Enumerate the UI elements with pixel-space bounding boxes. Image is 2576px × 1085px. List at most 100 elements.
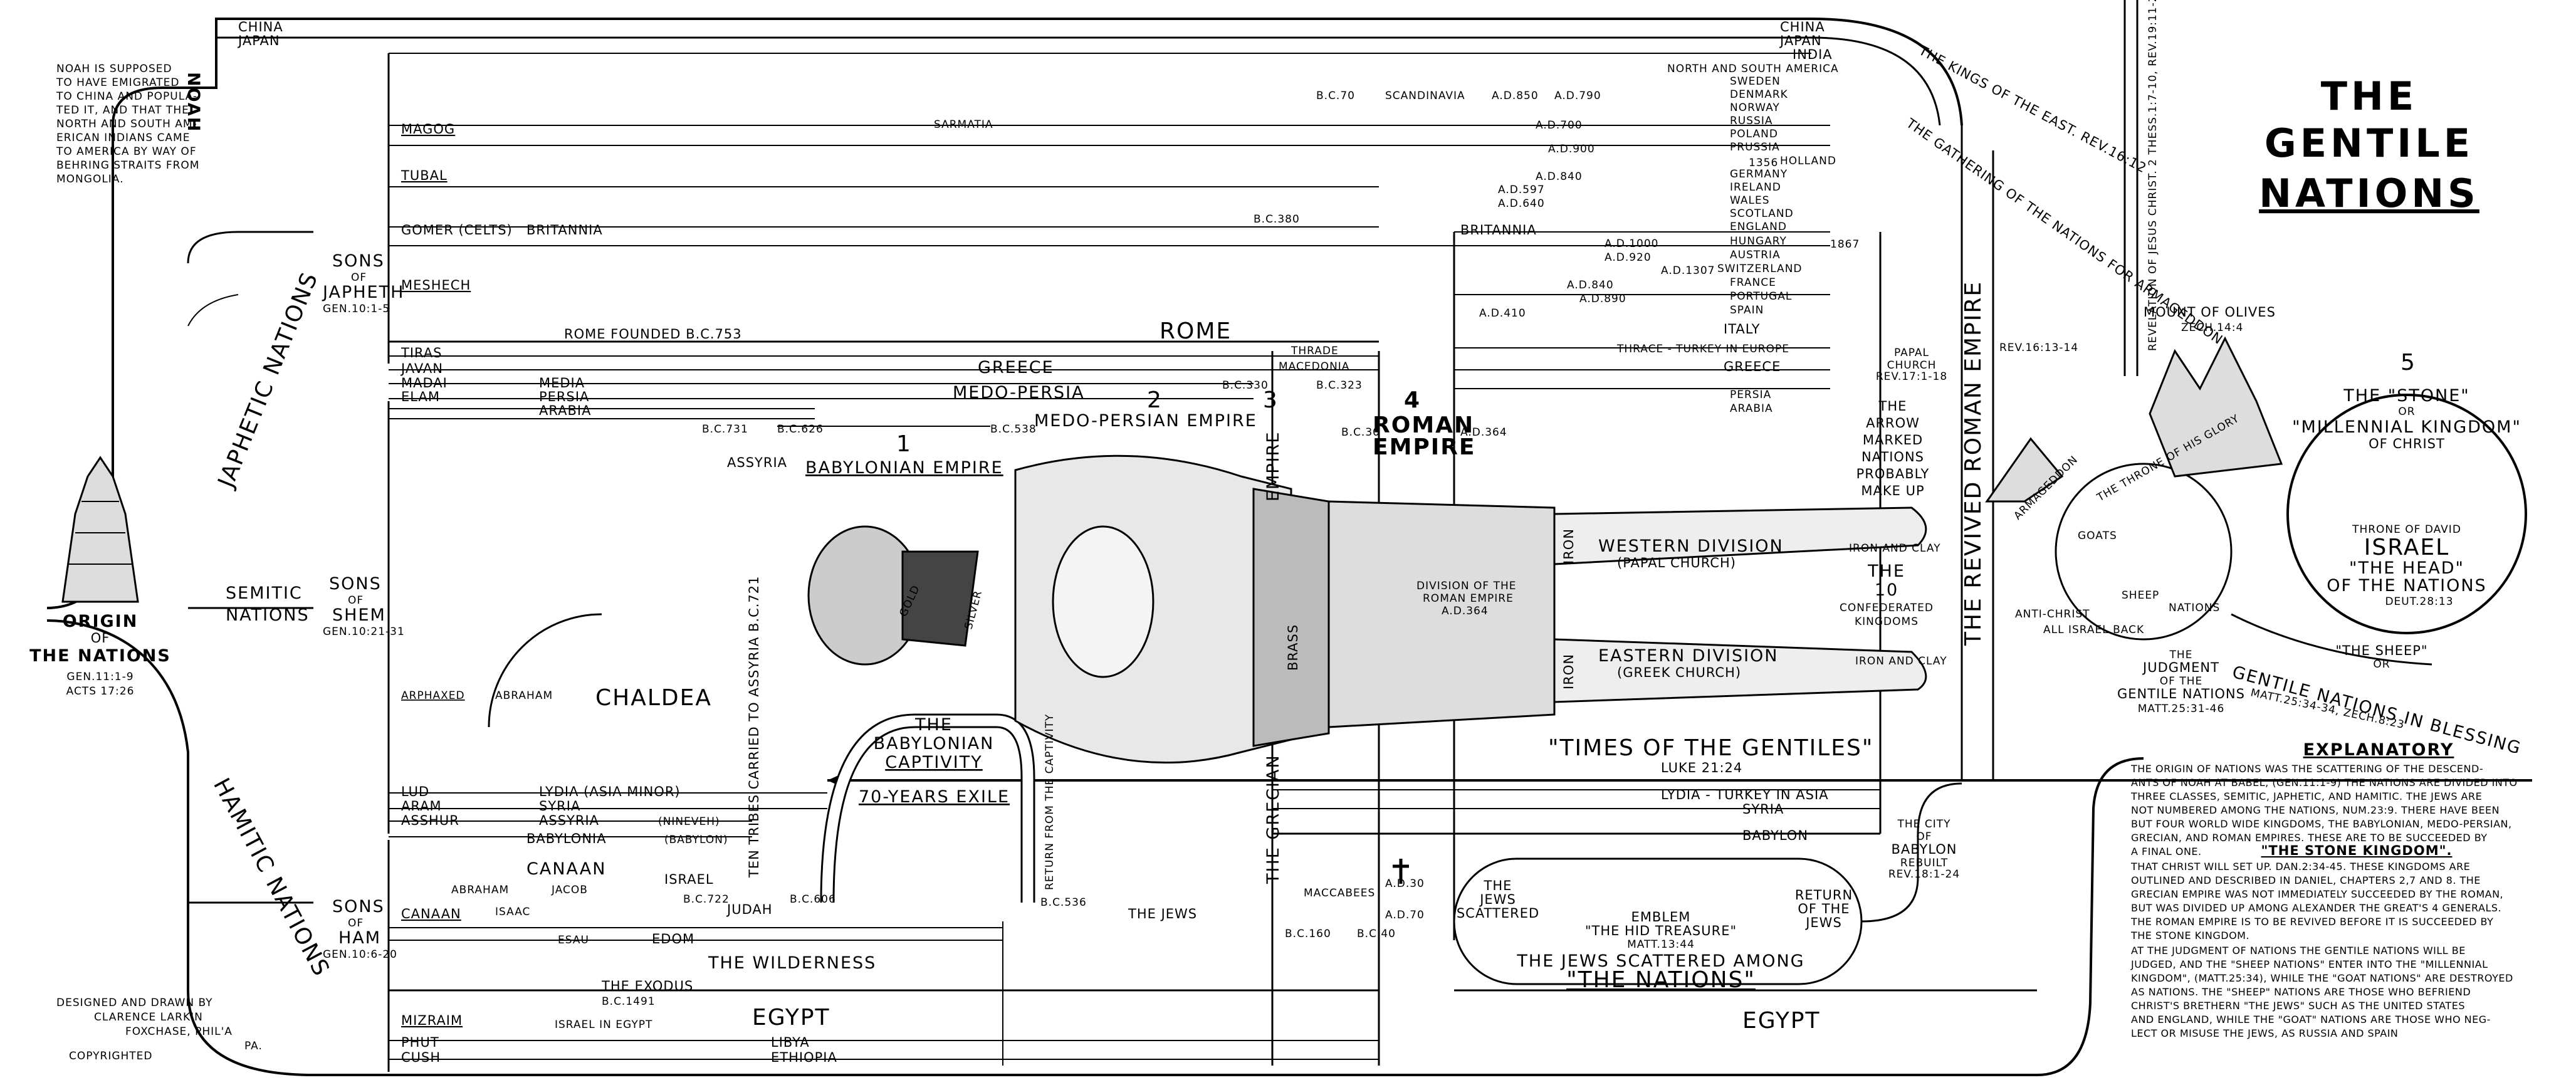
title-line-1: THE [2321,73,2418,119]
nation-label: GOMER (CELTS) [401,223,513,238]
nation-label: PORTUGAL [1730,290,1792,303]
empire-label: EMPIRE [1373,434,1476,460]
statue-label: BRASS [1285,624,1301,671]
times-gentiles-ref: LUKE 21:24 [1661,760,1742,775]
credits-line: DESIGNED AND DRAWN BY [56,997,213,1009]
nation-label: BABYLONIA [526,831,607,846]
ten-kingdoms: KINGDOMS [1855,616,1919,628]
shem-label: SONS [329,574,382,594]
nation-label: HOLLAND [1780,155,1836,167]
statue-label: IRON [1561,654,1576,689]
japheth-label: SONS [332,251,385,271]
japheth-label: JAPHETH [322,283,404,302]
captivity-label: THE [914,715,953,735]
nation-label: TUBAL [401,168,448,183]
ham-label: OF [348,917,364,930]
judgment-label: MATT.25:31-46 [2138,703,2225,715]
nation-label: AUSTRIA [1730,249,1781,261]
nation-label: ARABIA [1730,402,1773,415]
origin-ref: ACTS 17:26 [66,685,135,698]
credits-line: FOXCHASE, PHIL'A [125,1025,233,1038]
ham-label: HAM [338,928,381,948]
nation-label: CANAAN [526,859,606,879]
noah-note-line: TO AMERICA BY WAY OF [56,145,197,158]
date-label: A.D.840 [1536,170,1583,183]
jews-label: THE JEWS [1128,906,1197,921]
nation-label: CHINA [1780,19,1825,34]
ten-kingdoms: CONFEDERATED [1840,602,1934,614]
statue-label: IRON AND CLAY [1855,655,1947,668]
date-label: A.D.920 [1605,251,1652,264]
stone-label: OF CHRIST [2369,436,2445,451]
explanatory-line: THREE CLASSES, SEMITIC, JAPHETIC, AND HA… [2130,790,2482,802]
nation-label: MEDIA [539,375,585,390]
date-label: A.D.640 [1498,197,1545,210]
explanatory-line: LECT OR MISUSE THE JEWS, AS RUSSIA AND S… [2131,1027,2398,1039]
sheep-label: OR [2373,658,2390,671]
nations-small-label: NATIONS [2169,602,2220,614]
judgment-label: OF THE [2160,675,2202,688]
nation-label: PRUSSIA [1730,141,1780,154]
nation-label: THRACE - TURKEY IN EUROPE [1616,343,1789,355]
chaldea-label: CHALDEA [595,685,712,711]
babylon-rebuilt: THE CITY [1897,818,1951,831]
nation-label: A.D.790 [1554,90,1601,102]
ten-kingdoms: THE [1867,562,1905,581]
ten-tribes-label: TEN TRIBES CARRIED TO ASSYRIA B.C.721 [746,575,762,878]
arrow-note: NATIONS [1861,449,1924,464]
date-label: A.D.364 [1460,426,1507,439]
nation-label: NORWAY [1730,102,1780,114]
explanatory-line: AT THE JUDGMENT OF NATIONS THE GENTILE N… [2131,945,2466,957]
nation-label: EGYPT [752,1005,830,1030]
date-label: A.D.410 [1479,307,1526,320]
empire-labels: ROME ROME FOUNDED B.C.753 GREECE MEDO-PE… [564,318,1507,884]
origin-ref: GEN.11:1-9 [66,671,134,683]
nation-label: DENMARK [1730,88,1788,101]
date-label: 1356 [1749,157,1778,169]
nation-label: PERSIA [539,389,589,404]
date-label: B.C.538 [990,423,1037,436]
nation-label: CANAAN [401,906,461,921]
scattered-label: JEWS [1479,892,1516,907]
israel-head: "THE HEAD" [2349,558,2464,578]
nation-label: MESHECH [401,278,471,293]
noah-note-line: NOAH IS SUPPOSED [56,63,172,75]
return-label: RETURN [1795,888,1853,903]
date-label: 1867 [1830,238,1860,251]
date-label: A.D.30 [1385,878,1425,890]
statue-label: (GREEK CHURCH) [1617,665,1741,680]
babylon-rebuilt: REV.18:1-24 [1888,868,1960,881]
credits-line: PA. [244,1040,263,1052]
babylon-rebuilt: REBUILT [1900,857,1948,869]
explanatory-title: EXPLANATORY [2303,740,2454,760]
israel-head: ISRAEL [2364,535,2449,560]
left-nation-labels: CHINA JAPAN MAGOG TUBAL GOMER (CELTS) BR… [237,19,1601,1065]
nation-label: ETHIOPIA [771,1050,837,1065]
maccabees-label: MACCABEES [1304,887,1375,899]
explanatory-line: THE ROMAN EMPIRE IS TO BE REVIVED BEFORE… [2130,916,2493,928]
nation-label: CUSH [401,1050,441,1065]
nation-label: IRELAND [1730,181,1781,194]
date-label: A.D.890 [1579,293,1626,305]
all-israel-label: ALL ISRAEL BACK [2043,624,2144,636]
title-line-3: NATIONS [2259,170,2479,216]
nation-label: LIBYA [771,1035,810,1050]
date-label: B.C.30 [1341,426,1380,439]
nation-label: BABYLON [1742,828,1808,843]
noah-label: NOAH [184,72,203,132]
statue-label: (PAPAL CHURCH) [1617,555,1736,570]
nation-label: WALES [1730,194,1770,207]
babylon-rebuilt: OF [1916,831,1932,843]
nation-label: ABRAHAM [451,884,509,896]
shem-label: GEN.10:21-31 [323,626,405,638]
nation-label: ABRAHAM [495,689,553,702]
credits-block: DESIGNED AND DRAWN BY CLARENCE LARKIN FO… [56,997,263,1062]
origin-line: ORIGIN [63,612,139,631]
nation-label: MIZRAIM [401,1013,463,1028]
semitic-label: NATIONS [226,605,310,625]
nation-label: BRITANNIA [526,223,603,238]
nation-label: MAGOG [401,122,455,137]
explanatory-block: EXPLANATORY THE ORIGIN OF NATIONS WAS TH… [2130,740,2517,1039]
explanatory-line: THE STONE KINGDOM. [2130,930,2249,941]
nation-label: JACOB [551,884,588,896]
